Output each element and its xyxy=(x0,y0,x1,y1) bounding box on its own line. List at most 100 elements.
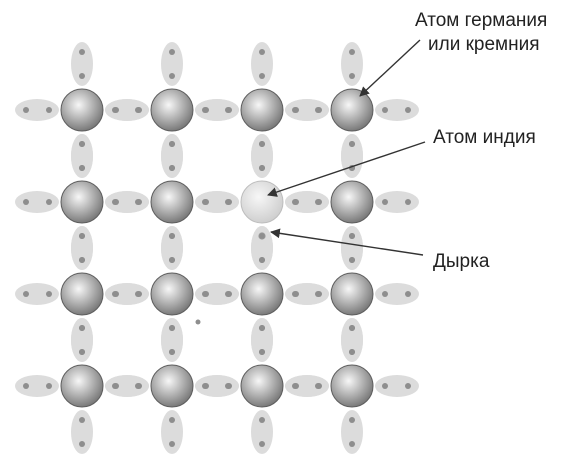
bond-left xyxy=(105,283,149,305)
germanium-atom xyxy=(150,180,194,224)
electron xyxy=(349,233,355,239)
electron xyxy=(349,73,355,79)
bond-down xyxy=(341,410,363,454)
electron xyxy=(23,199,29,205)
electron xyxy=(169,441,175,447)
electron xyxy=(136,107,142,113)
germanium-leader xyxy=(359,39,421,97)
bond-down xyxy=(251,410,273,454)
germanium-atom xyxy=(60,364,104,408)
germanium-atom xyxy=(240,364,284,408)
electron xyxy=(259,257,265,263)
electron xyxy=(259,349,265,355)
germanium-atom xyxy=(60,180,104,224)
electron xyxy=(79,325,85,331)
bond-left xyxy=(195,191,239,213)
electron xyxy=(316,291,322,297)
bond-up xyxy=(251,42,273,86)
electron xyxy=(23,291,29,297)
electron xyxy=(136,199,142,205)
electron xyxy=(23,383,29,389)
bond-up xyxy=(341,134,363,178)
bond-left xyxy=(195,375,239,397)
electron xyxy=(46,383,52,389)
electron xyxy=(203,199,209,205)
bond-up xyxy=(71,318,93,362)
electron xyxy=(79,141,85,147)
electron xyxy=(293,383,299,389)
electron xyxy=(349,257,355,263)
bond-up xyxy=(71,226,93,270)
bond-up xyxy=(341,226,363,270)
bond-left xyxy=(285,191,329,213)
bond-left xyxy=(285,375,329,397)
bond-left xyxy=(105,375,149,397)
electron xyxy=(113,107,119,113)
electron xyxy=(79,257,85,263)
electron xyxy=(349,417,355,423)
bond-left xyxy=(285,283,329,305)
electron xyxy=(349,349,355,355)
bond-up xyxy=(341,42,363,86)
bond-left xyxy=(105,99,149,121)
electron xyxy=(79,417,85,423)
electron xyxy=(382,199,388,205)
electron xyxy=(382,107,388,113)
bond-up xyxy=(251,134,273,178)
bond-left xyxy=(15,375,59,397)
bond-left xyxy=(15,99,59,121)
bond-down xyxy=(161,410,183,454)
electron xyxy=(259,141,265,147)
electron xyxy=(226,291,232,297)
bond-left xyxy=(195,99,239,121)
electron xyxy=(226,199,232,205)
bond-left xyxy=(15,191,59,213)
bond-left xyxy=(105,191,149,213)
bond-right xyxy=(375,99,419,121)
valence-electrons xyxy=(23,49,411,447)
covalent-bonds xyxy=(15,42,419,454)
electron xyxy=(169,141,175,147)
electron xyxy=(349,141,355,147)
germanium-atom xyxy=(330,272,374,316)
electron xyxy=(382,291,388,297)
electron xyxy=(259,441,265,447)
annotations: Атом германия или кремния Атом индия Дыр… xyxy=(267,10,547,272)
electron xyxy=(79,73,85,79)
electron xyxy=(259,325,265,331)
hole-label: Дырка xyxy=(433,251,490,272)
electron xyxy=(23,107,29,113)
free-electron xyxy=(195,319,201,325)
electron xyxy=(226,107,232,113)
electron xyxy=(293,107,299,113)
germanium-atom xyxy=(330,180,374,224)
bond-left xyxy=(15,283,59,305)
electron xyxy=(136,383,142,389)
bond-up xyxy=(161,42,183,86)
bond-up xyxy=(161,134,183,178)
germanium-atom xyxy=(150,272,194,316)
electron xyxy=(203,383,209,389)
electron xyxy=(113,199,119,205)
bond-down xyxy=(71,410,93,454)
electron xyxy=(405,199,411,205)
electron xyxy=(169,257,175,263)
electron xyxy=(405,291,411,297)
electron xyxy=(169,165,175,171)
electron xyxy=(382,383,388,389)
electron xyxy=(259,49,265,55)
electron xyxy=(316,383,322,389)
electron xyxy=(405,383,411,389)
bond-left xyxy=(285,99,329,121)
electron xyxy=(79,49,85,55)
germanium-atom xyxy=(240,88,284,132)
electron xyxy=(79,441,85,447)
electron xyxy=(169,349,175,355)
electron xyxy=(79,349,85,355)
bond-up xyxy=(71,42,93,86)
germanium-atom xyxy=(150,88,194,132)
electron xyxy=(259,233,265,239)
electron xyxy=(169,49,175,55)
electron xyxy=(169,417,175,423)
